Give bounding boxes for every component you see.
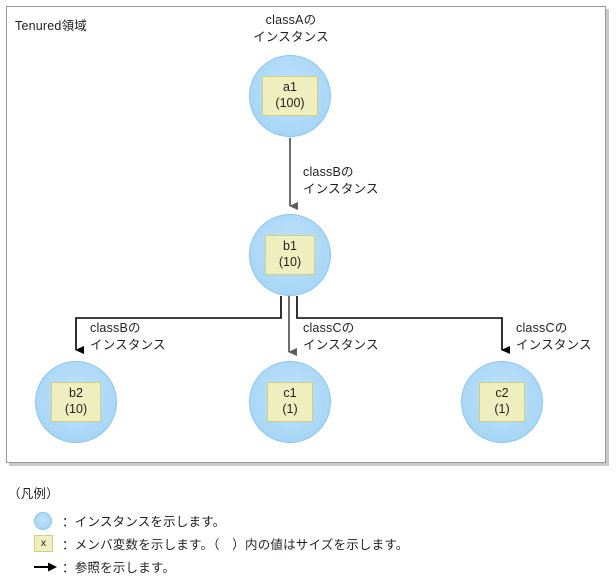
legend-title: （凡例）: [8, 487, 59, 501]
member-size-b2: (10): [64, 401, 88, 416]
member-name-a1: a1: [283, 79, 297, 94]
instance-node-b1[interactable]: b1 (10): [249, 214, 331, 296]
instance-circle-icon: [34, 511, 62, 530]
member-size-a1: (100): [275, 95, 305, 110]
edge-caption-b1-line2: インスタンス: [303, 181, 379, 196]
member-size-b1: (10): [278, 254, 302, 269]
edge-caption-b2-line2: インスタンス: [90, 337, 166, 352]
member-name-b1: b1: [283, 238, 297, 253]
legend-text-reference: ：参照を示します。: [62, 561, 176, 575]
legend-text-instance: ：インスタンスを示します。: [62, 515, 226, 529]
legend-row-instance: ：インスタンスを示します。: [34, 509, 608, 532]
instance-node-b2[interactable]: b2 (10): [35, 361, 117, 443]
edge-caption-c2-line2: インスタンス: [516, 337, 592, 352]
member-name-c1: c1: [283, 385, 297, 400]
edge-caption-b2: classBの インスタンス: [90, 320, 190, 353]
instance-node-c2[interactable]: c2 (1): [461, 361, 543, 443]
legend-row-member: x ：メンバ変数を示します。（ ）内の値はサイズを示します。: [34, 532, 608, 555]
member-size-c1: (1): [282, 401, 298, 416]
member-name-c2: c2: [495, 385, 509, 400]
edge-caption-a1: classAの インスタンス: [248, 12, 334, 45]
edge-caption-c2: classCの インスタンス: [516, 320, 616, 353]
edge-caption-c2-line1: classCの: [516, 321, 568, 335]
member-box-icon-label: x: [34, 535, 53, 552]
member-variable-c2: c2 (1): [479, 381, 525, 423]
member-variable-b1: b1 (10): [265, 234, 315, 276]
instance-node-a1[interactable]: a1 (100): [249, 55, 331, 137]
edge-caption-c1-line1: classCの: [303, 321, 355, 335]
instance-node-c1[interactable]: c1 (1): [249, 361, 331, 443]
member-size-c2: (1): [494, 401, 510, 416]
edge-caption-b1: classBの インスタンス: [303, 164, 403, 197]
member-variable-b2: b2 (10): [51, 381, 101, 423]
edge-caption-a1-line1: classAの: [265, 13, 317, 27]
legend-text-member: ：メンバ変数を示します。（ ）内の値はサイズを示します。: [62, 538, 409, 552]
edge-caption-a1-line2: インスタンス: [253, 29, 329, 44]
edge-caption-b2-line1: classBの: [90, 321, 141, 335]
member-box-icon: x: [34, 535, 62, 552]
tenured-area-label: Tenured領域: [15, 19, 87, 33]
legend: （凡例） ：インスタンスを示します。 x ：メンバ変数を示します。（ ）内の値は…: [8, 483, 608, 578]
member-variable-a1: a1 (100): [262, 75, 318, 117]
member-variable-c1: c1 (1): [267, 381, 313, 423]
edge-caption-c1-line2: インスタンス: [303, 337, 379, 352]
reference-arrow-icon: [34, 561, 62, 573]
edge-caption-b1-line1: classBの: [303, 165, 354, 179]
legend-row-reference: ：参照を示します。: [34, 555, 608, 578]
edge-caption-c1: classCの インスタンス: [303, 320, 403, 353]
member-name-b2: b2: [69, 385, 83, 400]
